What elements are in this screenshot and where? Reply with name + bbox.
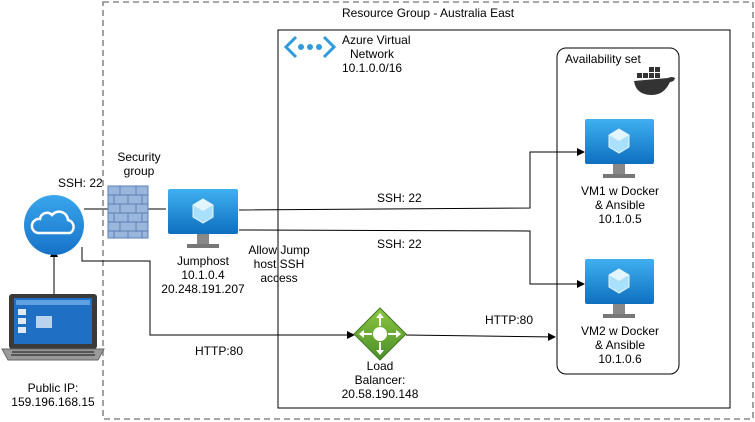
vm2-icon (585, 259, 654, 318)
lb-ip: 20.58.190.148 (341, 387, 419, 401)
vm1-ip: 10.1.0.5 (598, 212, 642, 226)
vm2-line1: VM2 w Docker (580, 324, 660, 338)
edge-label-ssh-vm1: SSH: 22 (377, 191, 422, 205)
resource-group-title: Resource Group - Australia East (342, 6, 515, 20)
vm1-label: VM1 w Docker & Ansible 10.1.0.5 (576, 184, 664, 226)
allow-note-line2: host SSH (253, 257, 305, 271)
vm2-ip: 10.1.0.6 (598, 352, 642, 366)
vm1-icon (585, 119, 654, 178)
allow-jumphost-note: Allow Jump host SSH access (246, 243, 312, 285)
allow-note-line3: access (260, 271, 298, 285)
resource-group-border (102, 1, 754, 420)
edge-label-ssh-vm2: SSH: 22 (377, 237, 422, 251)
vnet-border (277, 29, 731, 409)
internet-ssh-label: SSH: 22 (58, 176, 103, 190)
vnet-title: Azure Virtual Network 10.1.0.0/16 (342, 33, 411, 75)
vm2-label: VM2 w Docker & Ansible 10.1.0.6 (576, 324, 664, 366)
internet-cloud-icon (24, 195, 84, 255)
security-group-label: Security group (110, 150, 168, 178)
jumphost-vm-icon (168, 189, 238, 248)
load-balancer-label: Load Balancer: 20.58.190.148 (328, 359, 432, 401)
laptop-line1: Public IP: (27, 381, 79, 395)
availability-set-title: Availability set (565, 52, 641, 66)
laptop-icon (1, 294, 105, 361)
vnet-name-line2: Network (349, 47, 394, 61)
jumphost-label: Jumphost 10.1.0.4 20.248.191.207 (153, 254, 253, 296)
vm1-line1: VM1 w Docker (580, 184, 660, 198)
vm2-line2: & Ansible (594, 338, 646, 352)
edge-cloud-to-lb (81, 247, 355, 339)
laptop-label: Public IP: 159.196.168.15 (3, 381, 103, 409)
allow-note-line1: Allow Jump (248, 243, 310, 257)
jumphost-public-ip: 20.248.191.207 (161, 282, 245, 296)
availability-set-border (556, 47, 680, 375)
edge-lb-to-vm2 (405, 332, 556, 341)
security-group-line2: group (123, 164, 155, 178)
jumphost-name: Jumphost (176, 254, 230, 268)
edge-jumphost-to-vm1 (238, 148, 585, 211)
jumphost-private-ip: 10.1.0.4 (181, 268, 225, 282)
vnet-cidr: 10.1.0.0/16 (342, 61, 403, 75)
edge-label-http-vm2: HTTP:80 (485, 313, 534, 327)
vnet-icon (283, 35, 337, 59)
edge-label-http-internet: HTTP:80 (195, 344, 244, 358)
docker-whale-icon (634, 67, 675, 95)
edge-jumphost-to-vm2 (238, 229, 585, 288)
lb-line1: Load (366, 359, 394, 373)
load-balancer-icon (353, 307, 407, 361)
lb-line2: Balancer: (354, 373, 406, 387)
security-group-line1: Security (117, 150, 161, 164)
vnet-name-line1: Azure Virtual (342, 33, 411, 47)
laptop-public-ip: 159.196.168.15 (11, 395, 95, 409)
firewall-icon (107, 185, 149, 239)
vm1-line2: & Ansible (594, 198, 646, 212)
